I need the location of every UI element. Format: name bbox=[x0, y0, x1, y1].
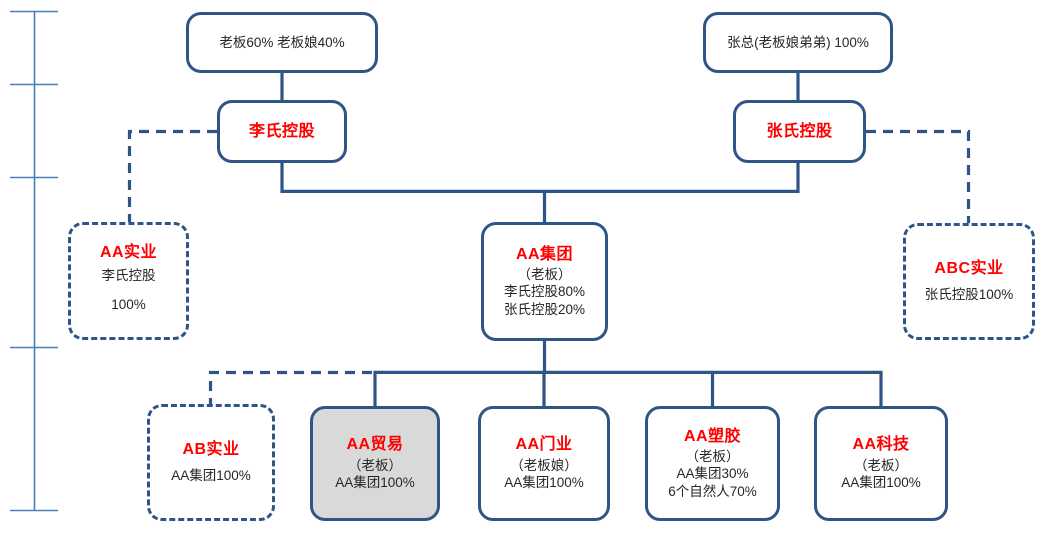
node-abc-shiye-title: ABC实业 bbox=[934, 260, 1004, 278]
node-ab-shiye-line: AA集团100% bbox=[171, 468, 251, 484]
connector-subsidiaries-bus bbox=[373, 370, 883, 406]
node-owners-right-text: 张总(老板娘弟弟) 100% bbox=[727, 34, 869, 50]
node-li-holding: 李氏控股 bbox=[217, 100, 347, 163]
node-ab-shiye-title: AB实业 bbox=[182, 441, 240, 459]
node-aa-group-line: 张氏控股20% bbox=[503, 301, 586, 317]
node-abc-shiye: ABC实业 张氏控股100% bbox=[903, 223, 1035, 340]
node-aa-shiye-line: 100% bbox=[111, 296, 146, 312]
node-aa-shiye-title: AA实业 bbox=[99, 244, 158, 262]
node-aa-tech-line: （老板） bbox=[854, 457, 908, 473]
node-owners-left-text: 老板60% 老板娘40% bbox=[219, 34, 345, 50]
node-ab-shiye: AB实业 AA集团100% bbox=[147, 404, 275, 521]
node-aa-group-line: （老板） bbox=[517, 266, 572, 282]
node-aa-plastic-line: AA集团30% bbox=[676, 466, 749, 482]
node-li-holding-title: 李氏控股 bbox=[248, 122, 315, 140]
node-aa-group-title: AA集团 bbox=[515, 245, 574, 263]
node-aa-group-line: 李氏控股80% bbox=[503, 284, 586, 300]
node-aa-door: AA门业 （老板娘） AA集团100% bbox=[478, 406, 610, 521]
node-aa-plastic: AA塑胶 （老板） AA集团30% 6个自然人70% bbox=[645, 406, 780, 521]
node-aa-door-line: （老板娘） bbox=[510, 457, 578, 473]
node-aa-trade-title: AA贸易 bbox=[346, 436, 404, 454]
connector-li-to-aashiye bbox=[127, 129, 217, 222]
node-owners-left: 老板60% 老板娘40% bbox=[186, 12, 378, 73]
node-aa-tech: AA科技 （老板） AA集团100% bbox=[814, 406, 948, 521]
node-aa-tech-title: AA科技 bbox=[852, 436, 910, 454]
node-aa-plastic-line: （老板） bbox=[685, 448, 740, 464]
node-aa-trade-line: （老板） bbox=[348, 457, 402, 473]
connector-group-to-abshiye bbox=[208, 370, 372, 404]
connector-holdings-bus bbox=[280, 162, 800, 193]
node-zhang-holding-title: 张氏控股 bbox=[766, 122, 833, 140]
node-aa-shiye: AA实业 李氏控股 100% bbox=[68, 222, 189, 340]
node-aa-shiye-line: 李氏控股 bbox=[101, 268, 156, 284]
level-ruler bbox=[10, 10, 58, 512]
node-abc-shiye-line: 张氏控股100% bbox=[924, 287, 1014, 303]
node-aa-group: AA集团 （老板） 李氏控股80% 张氏控股20% bbox=[481, 222, 608, 341]
node-aa-trade: AA贸易 （老板） AA集团100% bbox=[310, 406, 440, 521]
node-aa-plastic-line: 6个自然人70% bbox=[668, 483, 757, 499]
node-aa-trade-line: AA集团100% bbox=[335, 475, 415, 491]
connector-zhang-to-abcshiye bbox=[866, 129, 971, 223]
node-aa-plastic-title: AA塑胶 bbox=[683, 427, 742, 445]
node-owners-right: 张总(老板娘弟弟) 100% bbox=[703, 12, 893, 73]
node-aa-door-title: AA门业 bbox=[515, 436, 573, 454]
dashed-connectors bbox=[127, 129, 971, 404]
node-aa-door-line: AA集团100% bbox=[504, 475, 584, 491]
solid-connectors bbox=[280, 72, 883, 406]
node-zhang-holding: 张氏控股 bbox=[733, 100, 866, 163]
node-aa-tech-line: AA集团100% bbox=[841, 475, 921, 491]
